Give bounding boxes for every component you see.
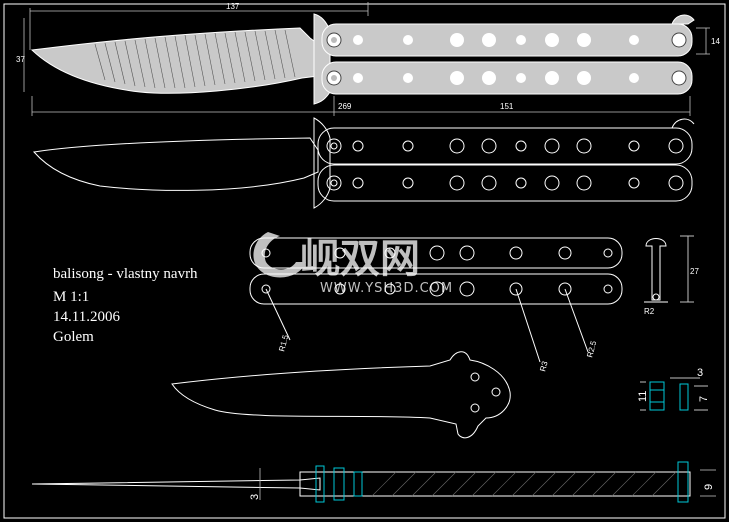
- dim-hole-r25: R2.5: [585, 339, 598, 358]
- dim-blade-thickness: 3: [249, 494, 261, 500]
- watermark-url: WWW.YSH3D.COM: [320, 281, 453, 296]
- dim-handle-thickness: 9: [703, 484, 715, 490]
- dim-blade-height: 37: [16, 55, 25, 64]
- handles-detail: [249, 237, 623, 363]
- dim-blade-length: 137: [226, 2, 240, 11]
- dim-handle-width: 14: [711, 37, 720, 46]
- date-note: 14.11.2006: [53, 309, 120, 325]
- pin-detail: [644, 235, 694, 303]
- knife-view-outline: [33, 117, 695, 209]
- watermark-logo-icon: [253, 232, 306, 278]
- dim-spacer-7: 7: [698, 396, 710, 402]
- scale-note: M 1:1: [53, 289, 90, 305]
- handle-lower: [321, 61, 693, 95]
- dim-handle-length: 151: [500, 102, 514, 111]
- blade-hatch: [94, 29, 296, 89]
- dim-hole-r3: R3: [538, 360, 549, 373]
- dim-hole-r15: R1.5: [277, 333, 290, 352]
- watermark-logo-text: 岘双网: [300, 236, 420, 282]
- drawing-frame: [3, 3, 726, 519]
- dim-pin-radius: R2: [644, 307, 655, 316]
- blade-detail: [171, 351, 511, 439]
- knife-view-top: 137 37: [16, 2, 720, 116]
- watermark: 岘双网 WWW.YSH3D.COM: [253, 232, 453, 296]
- spacer-detail: [640, 377, 708, 411]
- dim-spacer-3: 3: [697, 367, 703, 379]
- dim-pin-height: 27: [690, 267, 699, 276]
- side-profile: [31, 461, 716, 503]
- title-note: balisong - vlastny navrh: [53, 266, 198, 282]
- author-note: Golem: [53, 329, 94, 345]
- dim-overall-length: 269: [338, 102, 352, 111]
- dim-spacer-11: 11: [637, 391, 649, 402]
- handle-upper: [321, 23, 693, 57]
